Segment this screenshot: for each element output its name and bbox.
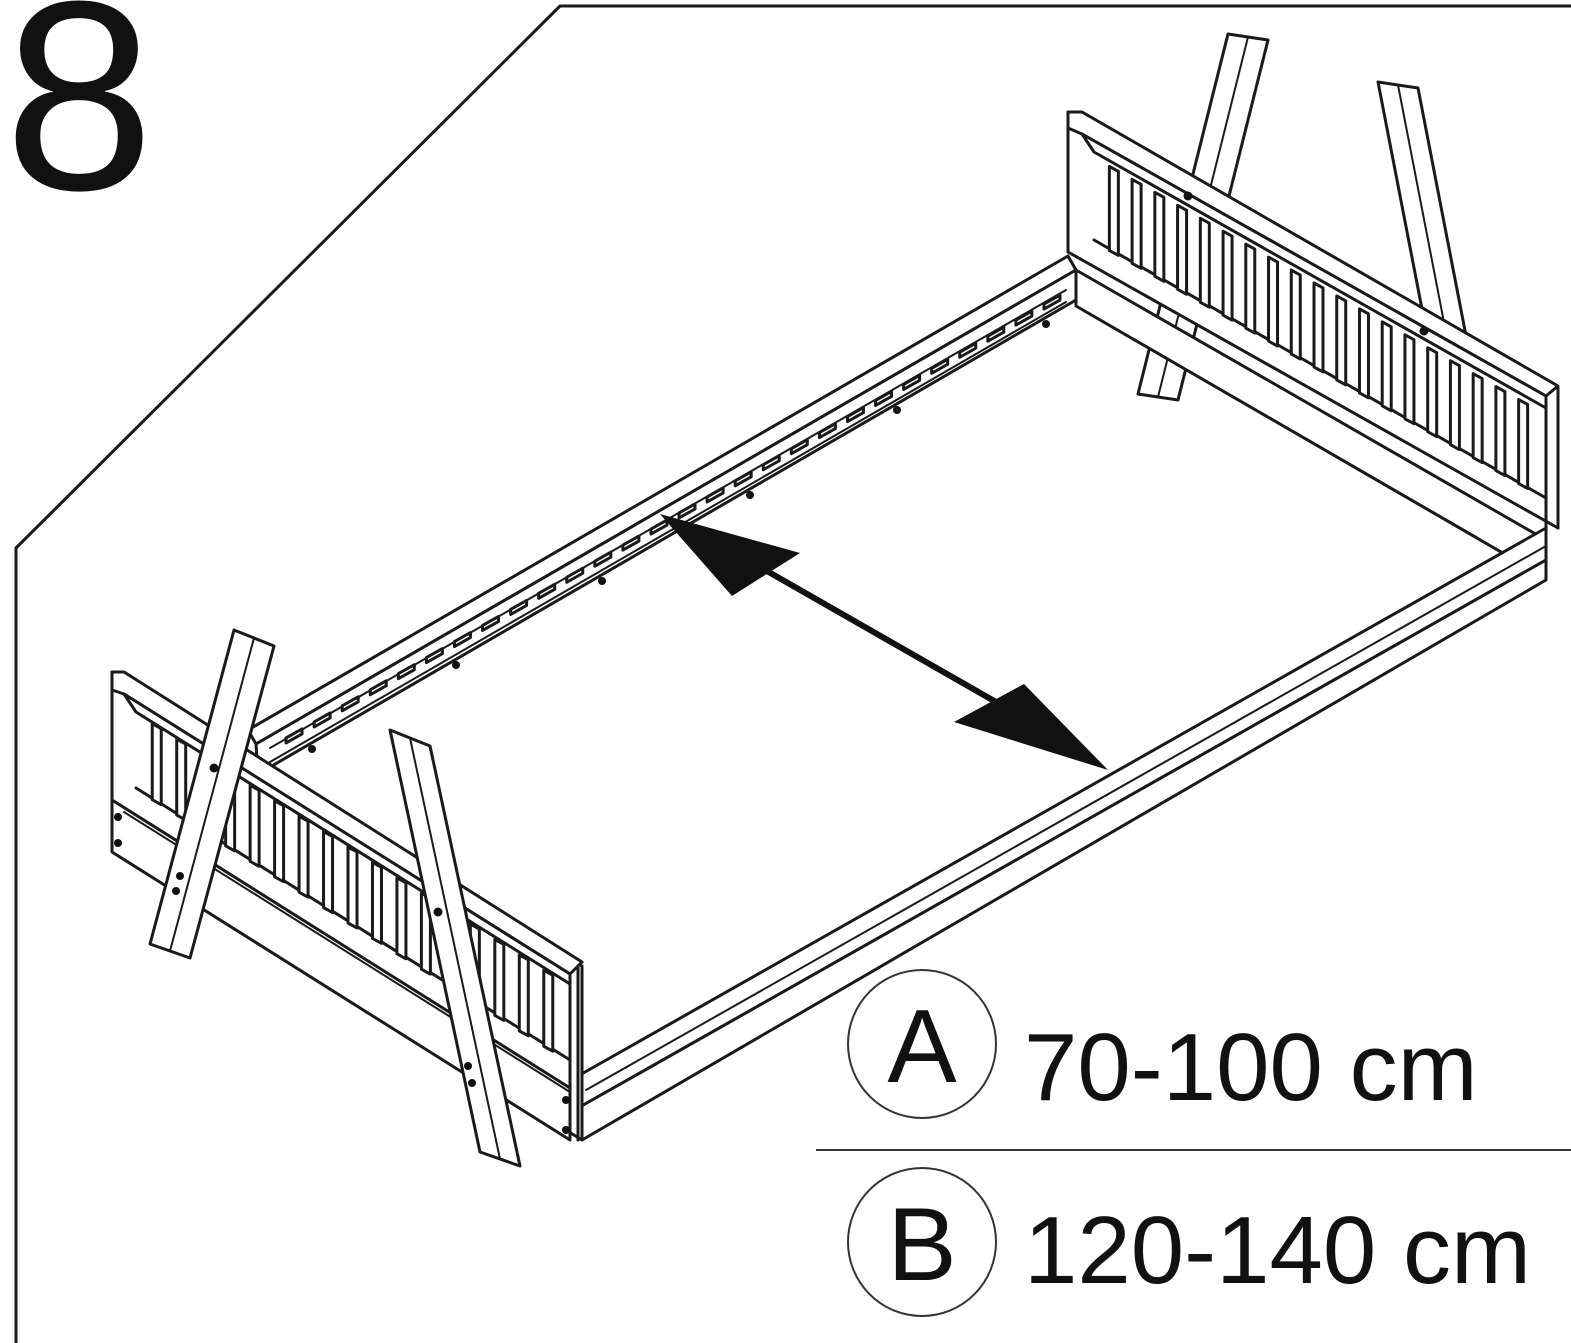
- width-arrow: [660, 514, 1108, 770]
- rail-slot: [677, 502, 697, 520]
- back-side-rail: [246, 254, 1078, 776]
- headboard-slat: [1198, 216, 1211, 309]
- back-headboard: [1066, 110, 1560, 530]
- rail-slot: [509, 598, 529, 616]
- headboard-slat: [493, 937, 506, 1022]
- headboard-slat: [1153, 190, 1166, 283]
- option-b-range: 120-140 cm: [1024, 1197, 1531, 1304]
- headboard-slat: [1176, 203, 1189, 296]
- headboard-slat: [395, 876, 408, 961]
- rail-slot: [1014, 309, 1034, 327]
- headboard-slat: [1289, 268, 1302, 361]
- step-number: 8: [4, 0, 155, 247]
- rail-slot: [986, 325, 1006, 343]
- rail-slot: [845, 406, 865, 424]
- headboard-slat: [175, 737, 188, 822]
- rail-slot: [705, 486, 725, 504]
- rail-slot: [396, 663, 416, 681]
- rail-slot: [312, 711, 332, 729]
- headboard-slat: [1494, 385, 1507, 478]
- option-a-badge: [847, 969, 997, 1119]
- headboard-slat: [1471, 372, 1484, 465]
- headboard-slat: [1267, 255, 1280, 348]
- headboard-slat: [1335, 294, 1348, 387]
- rail-slot: [537, 582, 557, 600]
- headboard-slat: [1244, 242, 1257, 335]
- rail-slot: [930, 357, 950, 375]
- rail-slot: [761, 454, 781, 472]
- rail-slot: [958, 341, 978, 359]
- rail-slot: [565, 566, 585, 584]
- headboard-slat: [322, 830, 335, 915]
- option-a-range: 70-100 cm: [1024, 1014, 1478, 1121]
- headboard-slat: [1107, 164, 1120, 257]
- rail-slot: [902, 373, 922, 391]
- rail-slot: [817, 422, 837, 440]
- headboard-slat: [273, 799, 286, 884]
- headboard-slat: [370, 860, 383, 945]
- headboard-slat: [1357, 307, 1370, 400]
- headboard-slat: [1380, 320, 1393, 413]
- option-b: B 120-140 cm: [847, 1167, 1531, 1317]
- rail-slot: [1042, 293, 1062, 311]
- option-a: A 70-100 cm: [847, 969, 1478, 1121]
- headboard-slat: [1221, 229, 1234, 322]
- option-b-badge: [847, 1167, 997, 1317]
- headboard-slat: [248, 783, 261, 868]
- rail-slot: [284, 727, 304, 745]
- option-b-letter: B: [887, 1187, 956, 1303]
- arrow-head-right-icon: [954, 684, 1108, 770]
- headboard-slat: [297, 814, 310, 899]
- back-headboard-slats: [1107, 164, 1530, 490]
- front-legs: [148, 628, 522, 1168]
- rail-slot: [481, 614, 501, 632]
- headboard-slat: [1130, 177, 1143, 270]
- size-legend: A 70-100 cm B 120-140 cm: [816, 969, 1571, 1317]
- rail-slot: [368, 679, 388, 697]
- headboard-slat: [1403, 333, 1416, 426]
- headboard-slat: [542, 968, 555, 1053]
- option-a-letter: A: [887, 989, 957, 1105]
- headboard-slat: [346, 845, 359, 930]
- headboard-slat: [1312, 281, 1325, 374]
- rail-slot: [733, 470, 753, 488]
- front-side-rail: [576, 526, 1548, 1142]
- rail-slot: [340, 695, 360, 713]
- headboard-slat: [517, 953, 530, 1038]
- rail-slot: [621, 534, 641, 552]
- rail-slot: [424, 647, 444, 665]
- headboard-slat: [150, 722, 163, 807]
- rail-slot: [649, 518, 669, 536]
- headboard-slat: [1517, 398, 1530, 490]
- rail-slot: [874, 389, 894, 407]
- double-headed-arrow-icon: [660, 514, 800, 596]
- rail-slot: [593, 550, 613, 568]
- rail-slot: [452, 631, 472, 649]
- panel-frame: [14, 4, 1571, 1343]
- slat-slots: [284, 293, 1062, 745]
- rail-slot: [789, 438, 809, 456]
- headboard-slat: [1426, 346, 1439, 439]
- headboard-slat: [1448, 359, 1461, 452]
